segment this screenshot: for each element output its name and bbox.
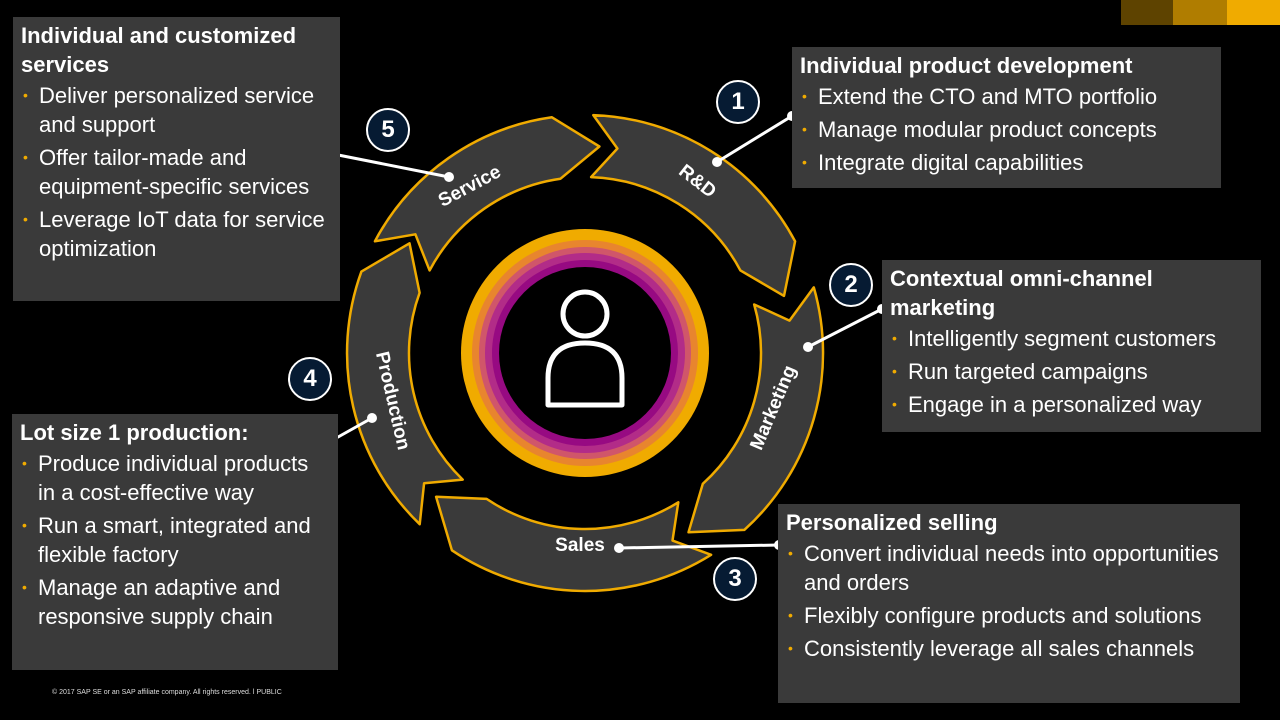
list-item: Deliver personalized service and support	[21, 81, 332, 139]
panel-rd: Individual product development Extend th…	[792, 47, 1221, 188]
connector-line-3	[618, 543, 780, 550]
panel-title: Individual and customized services	[21, 23, 297, 77]
list-item: Manage an adaptive and responsive supply…	[20, 573, 330, 631]
connector-dot	[803, 342, 813, 352]
center-rings	[461, 229, 709, 477]
connector-line-1	[716, 114, 793, 164]
connector-line-2	[807, 307, 883, 349]
label-sales: Sales	[555, 535, 605, 556]
panel-title: Lot size 1 production:	[20, 420, 249, 445]
list-item: Consistently leverage all sales channels	[786, 634, 1232, 663]
bullet-list: Extend the CTO and MTO portfolio Manage …	[800, 82, 1213, 177]
panel-production: Lot size 1 production: Produce individua…	[12, 414, 338, 670]
step-number-4: 4	[288, 357, 332, 401]
panel-sales: Personalized selling Convert individual …	[778, 504, 1240, 703]
list-item: Offer tailor-made and equipment-specific…	[21, 143, 332, 201]
bullet-list: Convert individual needs into opportunit…	[786, 539, 1232, 663]
brand-bar-light	[1227, 0, 1280, 25]
connector-dot	[614, 543, 624, 553]
panel-title: Personalized selling	[786, 510, 998, 535]
step-number-2: 2	[829, 263, 873, 307]
panel-title: Individual product development	[800, 53, 1133, 78]
center-disc	[499, 267, 671, 439]
panel-marketing: Contextual omni-channel marketing Intell…	[882, 260, 1261, 432]
connector-dot	[444, 172, 454, 182]
list-item: Manage modular product concepts	[800, 115, 1213, 144]
list-item: Engage in a personalized way	[890, 390, 1253, 419]
bullet-list: Produce individual products in a cost-ef…	[20, 449, 330, 631]
step-number-1: 1	[716, 80, 760, 124]
cycle-arrow-4	[345, 242, 464, 526]
step-number-5: 5	[366, 108, 410, 152]
panel-service: Individual and customized services Deliv…	[13, 17, 340, 301]
list-item: Integrate digital capabilities	[800, 148, 1213, 177]
bullet-list: Deliver personalized service and support…	[21, 81, 332, 263]
cycle-arrow-1	[589, 113, 797, 298]
cycle-arrow-2	[687, 286, 825, 534]
brand-bar-dark	[1121, 0, 1173, 25]
list-item: Intelligently segment customers	[890, 324, 1253, 353]
panel-title: Contextual omni-channel marketing	[890, 266, 1153, 320]
list-item: Flexibly configure products and solution…	[786, 601, 1232, 630]
list-item: Extend the CTO and MTO portfolio	[800, 82, 1213, 111]
cycle-arrow-3	[434, 495, 713, 593]
list-item: Run targeted campaigns	[890, 357, 1253, 386]
list-item: Convert individual needs into opportunit…	[786, 539, 1232, 597]
cycle-arrows	[345, 113, 825, 593]
bullet-list: Intelligently segment customers Run targ…	[890, 324, 1253, 419]
list-item: Produce individual products in a cost-ef…	[20, 449, 330, 507]
connector-dot	[712, 157, 722, 167]
cycle-arrow-5	[373, 116, 601, 272]
list-item: Leverage IoT data for service optimizati…	[21, 205, 332, 263]
step-number-3: 3	[713, 557, 757, 601]
brand-bar-mid	[1173, 0, 1227, 25]
connector-dot	[367, 413, 377, 423]
copyright-footer: © 2017 SAP SE or an SAP affiliate compan…	[52, 689, 282, 696]
list-item: Run a smart, integrated and flexible fac…	[20, 511, 330, 569]
person-icon	[545, 289, 625, 408]
